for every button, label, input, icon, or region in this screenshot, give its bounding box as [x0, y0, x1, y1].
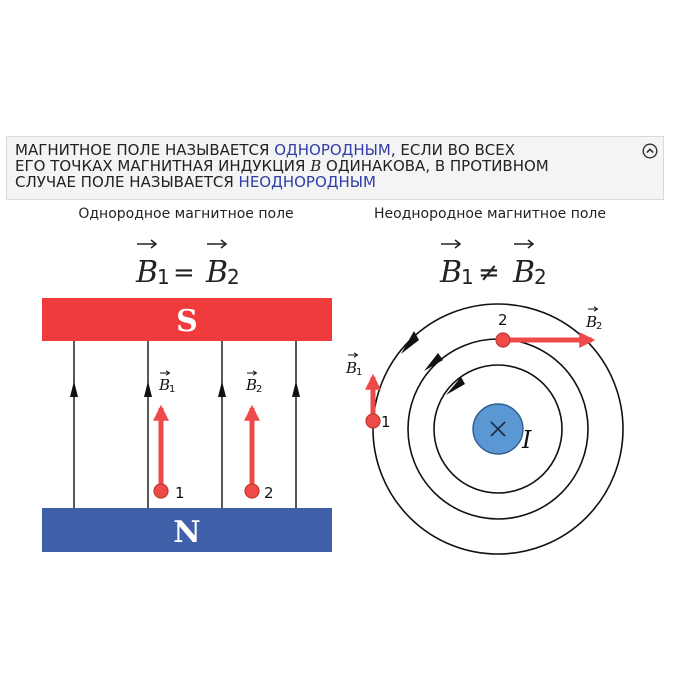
definition-text: , ЕСЛИ ВО ВСЕХ: [390, 141, 515, 159]
vector-label-b: B: [585, 313, 597, 331]
definition-line-2: ЕГО ТОЧКАХ МАГНИТНАЯ ИНДУКЦИЯ B ОДИНАКОВ…: [15, 158, 655, 174]
vector-arrow-icon: [348, 352, 359, 358]
formula-b2: B: [205, 255, 228, 290]
left-vector-b1: 1 B 1: [152, 370, 185, 502]
definition-text: ЕГО ТОЧКАХ МАГНИТНАЯ ИНДУКЦИЯ: [15, 157, 311, 175]
vector-label-sub: 1: [356, 367, 362, 378]
variable-b: B: [310, 157, 322, 175]
current-label: I: [521, 426, 532, 454]
point-1: [153, 483, 169, 499]
vector-label-sub: 1: [169, 384, 175, 395]
definition-line-3: СЛУЧАЕ ПОЛЕ НАЗЫВАЕТСЯ НЕОДНОРОДНЫМ: [15, 174, 655, 190]
pole-n-label: N: [173, 515, 200, 550]
vector-arrow-icon: [207, 239, 228, 249]
definition-text: МАГНИТНОЕ ПОЛЕ НАЗЫВАЕТСЯ: [15, 141, 275, 159]
definition-text: ОДИНАКОВА, В ПРОТИВНОМ: [321, 157, 549, 175]
formula-b2: B: [512, 255, 535, 290]
vector-label-sub: 2: [256, 384, 262, 395]
point-2-label: 2: [264, 484, 274, 502]
vector-arrow-icon: [137, 239, 158, 249]
pole-s: [42, 298, 332, 341]
vector-label-b: B: [158, 376, 170, 394]
formula-operator: =: [173, 258, 195, 288]
term-uniform: ОДНОРОДНЫМ: [274, 141, 391, 159]
definition-line-1: МАГНИТНОЕ ПОЛЕ НАЗЫВАЕТСЯ ОДНОРОДНЫМ, ЕС…: [15, 142, 655, 158]
point-1-label: 1: [175, 484, 185, 502]
left-caption: Однородное магнитное поле: [78, 206, 294, 222]
right-caption: Неоднородное магнитное поле: [374, 206, 606, 222]
formula-operator: ≠: [478, 258, 500, 288]
chevron-up-circle-icon[interactable]: [642, 143, 658, 159]
formula-b2-sub: 2: [227, 265, 240, 289]
right-vector-b1: 1 B 1: [345, 352, 391, 431]
point-1-label: 1: [381, 413, 391, 431]
formula-b2-sub: 2: [534, 265, 547, 289]
pole-n: [42, 508, 332, 552]
formula-b1: B: [439, 255, 462, 290]
pole-s-label: S: [176, 304, 198, 339]
point-2-label: 2: [498, 311, 508, 329]
current-into-page-icon: [490, 421, 506, 437]
definition-box: МАГНИТНОЕ ПОЛЕ НАЗЫВАЕТСЯ ОДНОРОДНЫМ, ЕС…: [6, 136, 664, 200]
formula-b1-sub: 1: [157, 265, 170, 289]
vector-arrow-icon: [160, 370, 171, 376]
current-conductor: I: [472, 403, 532, 455]
right-formula: B 1 ≠ B 2: [439, 239, 547, 290]
term-nonuniform: НЕОДНОРОДНЫМ: [238, 173, 376, 191]
field-direction-arrows: [401, 331, 465, 395]
uniform-field-lines: [70, 341, 300, 508]
vector-arrow-icon: [514, 239, 535, 249]
formula-b1: B: [135, 255, 158, 290]
right-vector-b2: 2 B 2: [495, 306, 602, 349]
left-formula: B 1 = B 2: [135, 239, 240, 290]
point-2: [495, 332, 511, 348]
left-vector-b2: 2 B 2: [243, 370, 274, 502]
vector-arrow-icon: [247, 370, 258, 376]
point-2: [244, 483, 260, 499]
vector-label-sub: 2: [596, 321, 602, 332]
vector-label-b: B: [345, 359, 357, 377]
vector-arrow-icon: [588, 306, 599, 312]
vector-arrow-icon: [441, 239, 462, 249]
vector-label-b: B: [245, 376, 257, 394]
formula-b1-sub: 1: [461, 265, 474, 289]
point-1: [365, 413, 381, 429]
definition-text: СЛУЧАЕ ПОЛЕ НАЗЫВАЕТСЯ: [15, 173, 239, 191]
